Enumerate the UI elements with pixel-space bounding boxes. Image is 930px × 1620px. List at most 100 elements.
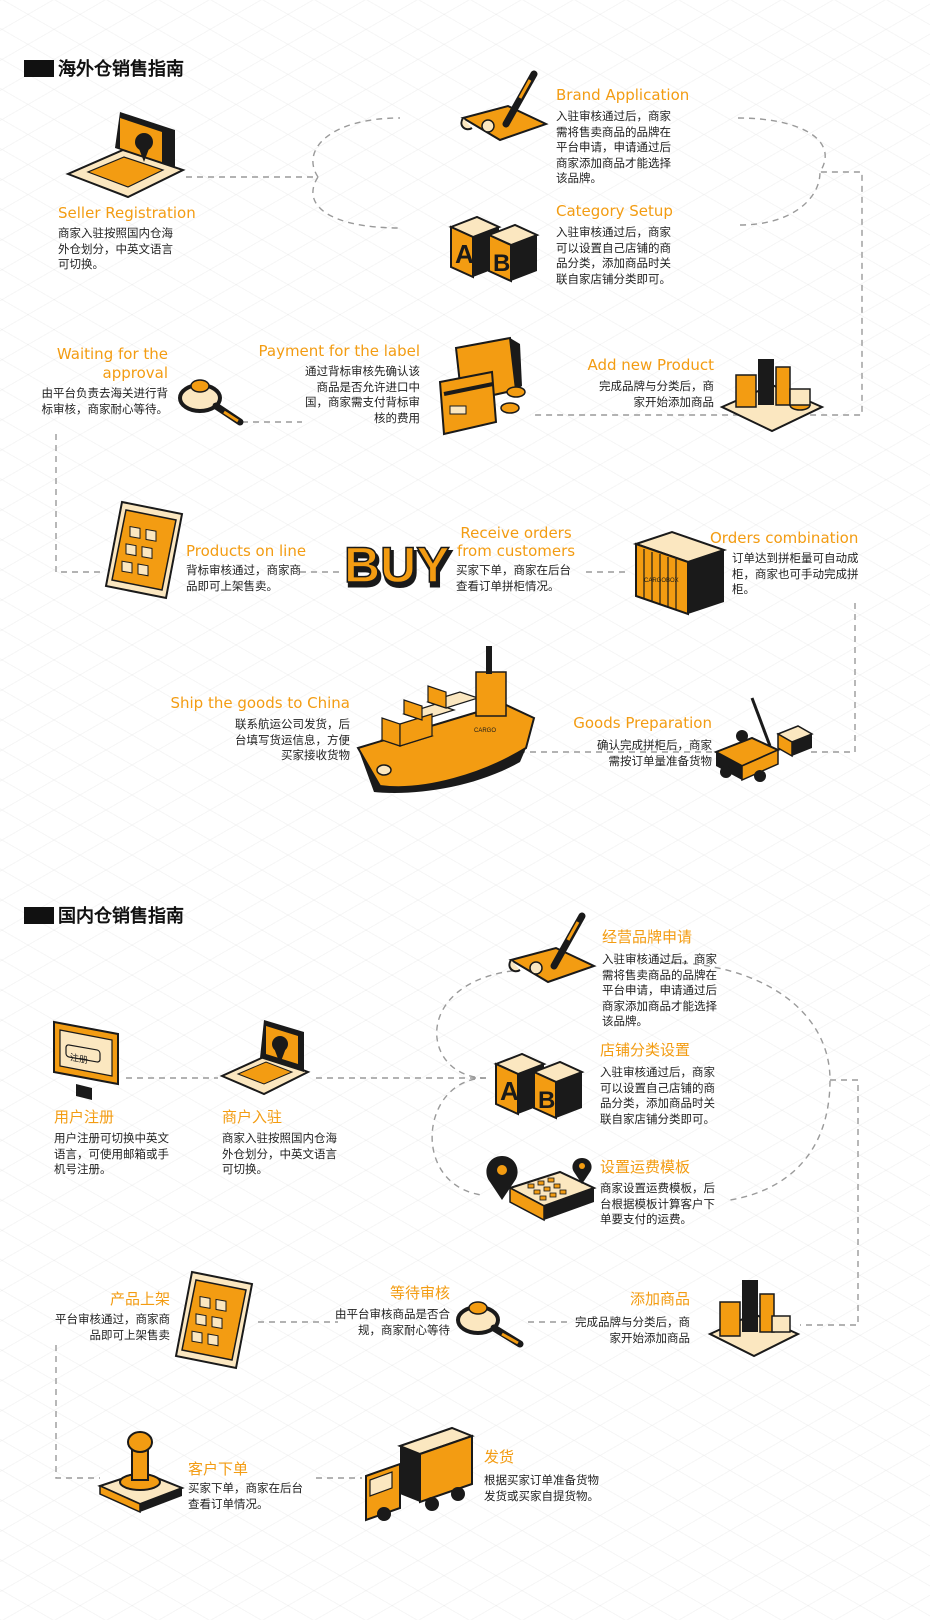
laptop-icon <box>216 1018 312 1098</box>
step-desc: 入驻审核通过后，商家可以设置自己店铺的商品分类，添加商品时关联自家店铺分类即可。 <box>556 225 671 286</box>
buy-text: BUY <box>344 537 450 593</box>
step-title: 店铺分类设置 <box>600 1041 691 1059</box>
step-payment-label: Payment for the label 通过背标审核先确认该商品是否允许进口… <box>254 342 421 426</box>
step-waiting-review: 等待审核 由平台审核商品是否合规，商家耐心等待 <box>330 1284 450 1338</box>
step-desc: 用户注册可切换中英文语言，可使用邮箱或手机号注册。 <box>54 1131 169 1176</box>
step-waiting-approval: Waiting for the approval 由平台负责去海关进行背标审核，… <box>40 345 169 417</box>
step-title: 添加商品 <box>629 1290 690 1308</box>
step-desc: 根据买家订单准备货物发货或买家自提货物。 <box>484 1473 599 1503</box>
step-title: Add new Product <box>587 356 714 374</box>
buy-shadow: BUY <box>346 541 452 597</box>
step-desc: 由平台审核商品是否合规，商家耐心等待 <box>335 1307 450 1337</box>
step-title: 等待审核 <box>389 1284 450 1302</box>
step-title: Waiting for the approval <box>56 345 168 382</box>
step-category-setup: Category Setup 入驻审核通过后，商家可以设置自己店铺的商品分类，添… <box>556 202 706 287</box>
products-stack-icon <box>706 1272 802 1362</box>
step-add-product-cn: 添加商品 完成品牌与分类后，商家开始添加商品 <box>566 1290 690 1346</box>
step-title: 设置运费模板 <box>600 1158 691 1176</box>
connector-registration-loop <box>186 117 401 229</box>
step-desc: 入驻审核通过后，商家可以设置自己店铺的商品分类，添加商品时关联自家店铺分类即可。 <box>600 1065 715 1126</box>
step-orders-combination: Orders combination 订单达到拼柜量可自动成柜，商家也可手动完成… <box>710 529 860 598</box>
step-title: Seller Registration <box>58 204 196 222</box>
step-desc: 确认完成拼柜后，商家需按订单量准备货物 <box>597 738 712 768</box>
step-customer-order: 客户下单 买家下单，商家在后台查看订单情况。 <box>188 1460 318 1512</box>
step-title: Payment for the label <box>258 342 421 360</box>
connector-circle-right <box>800 1079 859 1326</box>
tablet-checklist-icon <box>104 500 184 600</box>
step-category-setup-cn: 店铺分类设置 入驻审核通过后，商家可以设置自己店铺的商品分类，添加商品时关联自家… <box>600 1041 730 1127</box>
step-title: 商户入驻 <box>222 1108 283 1126</box>
svg-text:A: A <box>500 1076 519 1106</box>
connector-orders-prep <box>808 603 856 753</box>
step-desc: 入驻审核通过后，商家需将售卖商品的品牌在平台申请，申请通过后商家添加商品才能选择… <box>602 952 717 1028</box>
step-title: 产品上架 <box>109 1290 170 1308</box>
step-ship-goods: Ship the goods to China 联系航运公司发货，后台填写货运信… <box>170 694 350 764</box>
step-desc: 入驻审核通过后，商家需将售卖商品的品牌在平台申请，申请通过后商家添加商品才能选择… <box>556 109 671 185</box>
monitor-register-icon: 注册 <box>52 1018 124 1104</box>
overseas-heading: 海外仓销售指南 <box>24 55 184 81</box>
step-desc: 商家设置运费模板，后台根据模板计算客户下单要支付的运费。 <box>600 1181 715 1226</box>
step-title: 发货 <box>484 1448 515 1466</box>
container-label: CARGOBOX <box>644 578 679 584</box>
register-screen-text: 注册 <box>70 1051 88 1066</box>
step-desc: 背标审核通过，商家商品即可上架售卖。 <box>186 563 301 593</box>
overseas-heading-text: 海外仓销售指南 <box>58 59 184 80</box>
pen-document-icon <box>506 908 601 988</box>
pen-document-icon <box>458 66 553 146</box>
step-desc: 完成品牌与分类后，商家开始添加商品 <box>599 379 714 409</box>
step-desc: 通过背标审核先确认该商品是否允许进口中国，商家需支付背标审核的费用 <box>305 364 420 425</box>
step-brand-application: Brand Application 入驻审核通过后，商家需将售卖商品的品牌在平台… <box>556 86 706 187</box>
cargo-ship-icon: CARGO <box>354 644 540 794</box>
connector-brand-loop <box>530 117 863 416</box>
step-title: Ship the goods to China <box>170 694 350 712</box>
magnifier-icon <box>176 374 246 430</box>
step-user-register: 用户注册 用户注册可切换中英文语言，可使用邮箱或手机号注册。 <box>54 1108 184 1178</box>
step-title: Receive orders from customers <box>456 524 576 560</box>
step-desc: 完成品牌与分类后，商家开始添加商品 <box>575 1315 690 1345</box>
connector-category-loop <box>739 171 821 226</box>
stamp-icon <box>97 1430 185 1514</box>
step-desc: 商家入驻按照国内仓海外仓划分，中英文语言可切换。 <box>222 1131 337 1176</box>
ship-label: CARGO <box>474 728 496 734</box>
step-desc: 订单达到拼柜量可自动成柜，商家也可手动完成拼柜。 <box>732 551 859 596</box>
step-ship: 发货 根据买家订单准备货物发货或买家自提货物。 <box>484 1448 614 1504</box>
step-title: Products on line <box>186 542 307 560</box>
step-title: 客户下单 <box>188 1460 249 1478</box>
shipping-container-icon: CARGOBOX <box>632 530 728 616</box>
calculator-pin-icon <box>482 1152 598 1224</box>
heading-marker <box>24 59 54 77</box>
step-title: Goods Preparation <box>573 714 712 732</box>
step-merchant-join: 商户入驻 商家入驻按照国内仓海外仓划分，中英文语言可切换。 <box>222 1108 352 1178</box>
svg-text:A: A <box>455 239 474 269</box>
step-desc: 联系航运公司发货，后台填写货运信息，方便买家接收货物 <box>235 717 350 762</box>
step-title: Category Setup <box>556 202 673 220</box>
step-desc: 平台审核通过，商家商品即可上架售卖 <box>55 1312 170 1342</box>
step-add-product: Add new Product 完成品牌与分类后，商家开始添加商品 <box>570 356 714 410</box>
laptop-icon <box>58 112 188 202</box>
domestic-heading-text: 国内仓销售指南 <box>58 906 184 927</box>
connector-waiting-online <box>55 434 105 573</box>
step-desc: 买家下单，商家在后台查看订单情况。 <box>188 1481 303 1511</box>
connector-circle <box>431 961 831 1201</box>
step-title: 用户注册 <box>54 1108 115 1126</box>
step-products-online-cn: 产品上架 平台审核通过，商家商品即可上架售卖 <box>46 1290 170 1343</box>
step-desc: 买家下单，商家在后台查看订单拼柜情况。 <box>456 563 571 593</box>
products-stack-icon <box>718 345 828 435</box>
step-brand-apply: 经营品牌申请 入驻审核通过后，商家需将售卖商品的品牌在平台申请，申请通过后商家添… <box>602 928 732 1030</box>
step-products-online: Products on line 背标审核通过，商家商品即可上架售卖。 <box>186 542 316 594</box>
ab-blocks-icon: A B <box>443 205 543 283</box>
step-title: Orders combination <box>710 529 859 547</box>
domestic-heading: 国内仓销售指南 <box>24 902 184 928</box>
ab-blocks-icon: A B <box>488 1042 588 1120</box>
step-title: 经营品牌申请 <box>602 928 693 946</box>
svg-text:B: B <box>493 250 510 277</box>
wallet-card-icon <box>436 336 532 440</box>
step-desc: 由平台负责去海关进行背标审核，商家耐心等待。 <box>41 386 169 416</box>
heading-marker <box>24 906 54 924</box>
buy-letters-icon: BUY BUY <box>343 532 454 598</box>
connector-online-order <box>55 1345 100 1479</box>
magnifier-icon <box>454 1298 526 1352</box>
step-seller-registration: Seller Registration 商家入驻按照国内仓海外仓划分，中英文语言… <box>58 204 196 273</box>
forklift-icon <box>708 694 814 786</box>
